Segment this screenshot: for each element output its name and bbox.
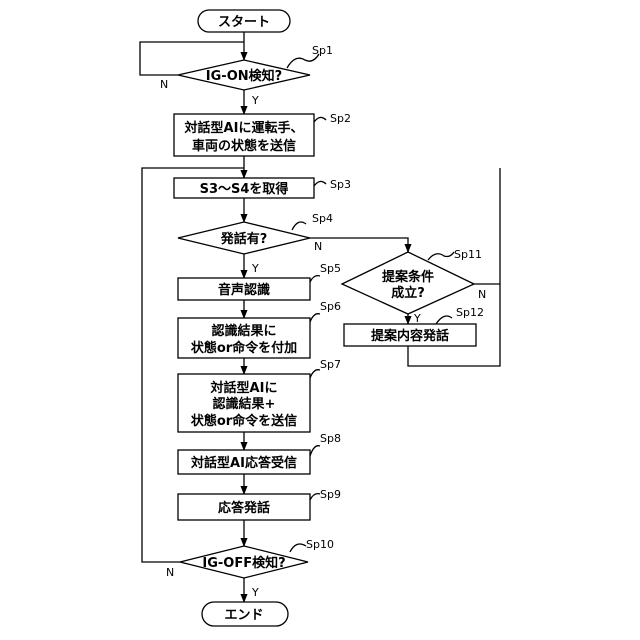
sp3-step-label: Sp3 bbox=[330, 178, 351, 191]
sp5-process: 音声認識 bbox=[178, 278, 310, 300]
sp12-step-label: Sp12 bbox=[456, 306, 484, 319]
start-terminal: スタート bbox=[198, 10, 290, 32]
sp8-process: 対話型AI応答受信 bbox=[178, 450, 310, 474]
sp6-label-line2: 状態or命令を付加 bbox=[191, 340, 297, 356]
sp12-label: 提案内容発話 bbox=[371, 328, 449, 344]
sp11-yes-label: Y bbox=[413, 312, 421, 325]
start-label: スタート bbox=[218, 15, 270, 30]
sp4-label: 発話有? bbox=[220, 231, 268, 247]
sp5-label: 音声認識 bbox=[218, 282, 270, 298]
end-label: エンド bbox=[224, 608, 263, 623]
sp3-process: S3～S4を取得 bbox=[174, 178, 314, 198]
sp10-step-label: Sp10 bbox=[306, 538, 334, 551]
sp1-label: IG-ON検知? bbox=[206, 68, 282, 84]
sp11-no-label: N bbox=[478, 288, 486, 301]
sp1-step-label: Sp1 bbox=[312, 44, 333, 57]
sp2-step-label: Sp2 bbox=[330, 112, 351, 125]
sp1-yes-label: Y bbox=[251, 94, 259, 107]
sp11-step-label: Sp11 bbox=[454, 248, 482, 261]
sp7-process: 対話型AIに 認識結果+ 状態or命令を送信 bbox=[178, 374, 310, 432]
sp11-decision: 提案条件 成立? bbox=[342, 252, 474, 314]
sp7-label-line3: 状態or命令を送信 bbox=[191, 413, 297, 429]
sp11-label-line1: 提案条件 bbox=[382, 269, 434, 285]
sp7-label-line2: 認識結果+ bbox=[213, 396, 276, 412]
sp9-step-label: Sp9 bbox=[320, 488, 341, 501]
sp2-process: 対話型AIに運転手、 車両の状態を送信 bbox=[174, 114, 314, 156]
sp10-decision: IG-OFF検知? bbox=[180, 546, 308, 578]
sp4-step-label: Sp4 bbox=[312, 212, 333, 225]
sp1-decision: IG-ON検知? bbox=[178, 60, 310, 90]
sp4-decision: 発話有? bbox=[178, 222, 310, 254]
sp8-step-label: Sp8 bbox=[320, 432, 341, 445]
sp4-no-label: N bbox=[314, 240, 322, 253]
sp10-label: IG-OFF検知? bbox=[202, 555, 285, 571]
sp10-yes-label: Y bbox=[251, 586, 259, 599]
sp1-no-label: N bbox=[160, 78, 168, 91]
sp7-label-line1: 対話型AIに bbox=[210, 380, 278, 396]
sp4-yes-label: Y bbox=[251, 262, 259, 275]
sp3-label: S3～S4を取得 bbox=[200, 181, 289, 197]
end-terminal: エンド bbox=[202, 602, 288, 626]
sp2-label-line2: 車両の状態を送信 bbox=[192, 138, 296, 154]
sp6-process: 認識結果に 状態or命令を付加 bbox=[178, 318, 310, 358]
sp8-label: 対話型AI応答受信 bbox=[190, 455, 297, 471]
sp10-no-label: N bbox=[166, 566, 174, 579]
sp6-label-line1: 認識結果に bbox=[211, 323, 276, 339]
sp5-step-label: Sp5 bbox=[320, 262, 341, 275]
sp11-label-line2: 成立? bbox=[391, 285, 425, 301]
sp12-process: 提案内容発話 bbox=[344, 324, 476, 346]
sp7-step-label: Sp7 bbox=[320, 358, 341, 371]
sp2-label-line1: 対話型AIに運転手、 bbox=[184, 120, 304, 136]
sp9-label: 応答発話 bbox=[218, 500, 270, 516]
sp6-step-label: Sp6 bbox=[320, 300, 341, 313]
sp9-process: 応答発話 bbox=[178, 494, 310, 520]
